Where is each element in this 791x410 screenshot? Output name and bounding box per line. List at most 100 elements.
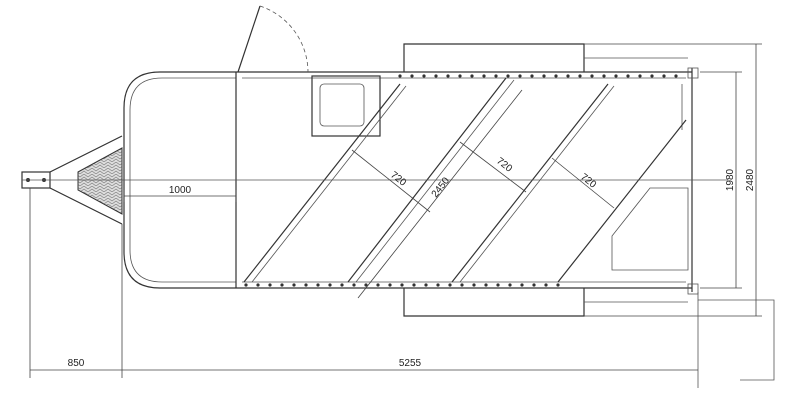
tie-ring bbox=[400, 283, 404, 287]
ramp-panel bbox=[611, 187, 689, 271]
dimension-label: 2480 bbox=[745, 168, 756, 191]
tie-ring bbox=[650, 74, 654, 78]
tie-ring bbox=[292, 283, 296, 287]
tie-ring bbox=[446, 74, 450, 78]
drawbar-arm-upper bbox=[49, 135, 123, 173]
tie-ring bbox=[566, 74, 570, 78]
tack-box-window bbox=[319, 83, 365, 127]
tie-ring bbox=[448, 283, 452, 287]
tie-ring bbox=[412, 283, 416, 287]
tie-ring bbox=[410, 74, 414, 78]
tie-ring bbox=[508, 283, 512, 287]
tie-ring bbox=[482, 74, 486, 78]
tie-ring bbox=[542, 74, 546, 78]
drawbar-arm-lower bbox=[49, 187, 123, 225]
partition-4 bbox=[557, 119, 687, 283]
tie-ring bbox=[244, 283, 248, 287]
tie-ring bbox=[268, 283, 272, 287]
tie-rail-bottom bbox=[244, 283, 560, 287]
tack-box-outer bbox=[311, 75, 381, 137]
dimension-partition-2450: 2450 bbox=[357, 89, 523, 299]
corner-post-top bbox=[687, 67, 699, 79]
tie-ring bbox=[280, 283, 284, 287]
dimension-label-overall-length: 5255 bbox=[399, 358, 422, 369]
dimension-front-1000: 1000 bbox=[123, 185, 237, 202]
tie-ring bbox=[626, 74, 630, 78]
dimension-label-drawbar: 850 bbox=[68, 358, 85, 369]
dimension-label: 720 bbox=[388, 170, 408, 189]
side-door bbox=[237, 5, 309, 73]
dimension-label: 1980 bbox=[725, 168, 736, 191]
tie-ring bbox=[422, 74, 426, 78]
tie-ring bbox=[602, 74, 606, 78]
corner-post-bottom bbox=[687, 283, 699, 295]
drawbar bbox=[21, 135, 123, 225]
tie-ring bbox=[316, 283, 320, 287]
partition-3-inner bbox=[459, 85, 615, 283]
door-leaf bbox=[237, 5, 261, 73]
partition-3 bbox=[451, 83, 609, 283]
rear-step-outline bbox=[697, 292, 775, 381]
tie-ring bbox=[532, 283, 536, 287]
tie-ring bbox=[496, 283, 500, 287]
tie-ring bbox=[328, 283, 332, 287]
tie-ring bbox=[638, 74, 642, 78]
tie-ring bbox=[494, 74, 498, 78]
tie-ring bbox=[364, 283, 368, 287]
dimension-bay-2: 720 bbox=[459, 141, 527, 193]
jockey-plate bbox=[77, 147, 123, 215]
tie-ring bbox=[376, 283, 380, 287]
tie-ring bbox=[340, 283, 344, 287]
tie-ring bbox=[484, 283, 488, 287]
tie-ring bbox=[398, 74, 402, 78]
tie-ring bbox=[662, 74, 666, 78]
dimension-bay-3: 720 bbox=[551, 157, 615, 209]
tie-ring bbox=[518, 74, 522, 78]
tie-ring bbox=[556, 283, 560, 287]
tie-ring bbox=[578, 74, 582, 78]
tie-ring bbox=[424, 283, 428, 287]
dimension-label: 720 bbox=[494, 156, 514, 175]
dimension-label: 2450 bbox=[430, 175, 453, 200]
tie-ring bbox=[256, 283, 260, 287]
tie-ring bbox=[304, 283, 308, 287]
dimension-bottom: 850 5255 bbox=[29, 188, 698, 378]
tie-ring bbox=[554, 74, 558, 78]
tie-ring bbox=[614, 74, 618, 78]
tack-box bbox=[311, 75, 381, 137]
partition-1-inner bbox=[251, 85, 407, 283]
tie-ring bbox=[470, 74, 474, 78]
partition-1 bbox=[243, 83, 401, 283]
dimension-line bbox=[551, 157, 615, 209]
tie-ring bbox=[544, 283, 548, 287]
dimension-line bbox=[459, 141, 527, 193]
fender-top bbox=[403, 43, 585, 72]
dimension-overall-2480: 2480 bbox=[584, 43, 762, 317]
tie-ring bbox=[520, 283, 524, 287]
tie-ring bbox=[472, 283, 476, 287]
tie-ring bbox=[388, 283, 392, 287]
tie-ring bbox=[460, 283, 464, 287]
dimension-line bbox=[351, 149, 431, 213]
tie-ring bbox=[530, 74, 534, 78]
dimension-line bbox=[357, 89, 523, 299]
fender-bottom bbox=[403, 288, 585, 317]
tie-ring bbox=[458, 74, 462, 78]
dimension-bay-1: 720 bbox=[351, 149, 431, 213]
door-swing-arc bbox=[259, 5, 309, 73]
dimension-label: 720 bbox=[578, 172, 598, 191]
tie-ring bbox=[590, 74, 594, 78]
wheel-arches bbox=[403, 43, 688, 317]
dimension-interior-1980: 1980 bbox=[700, 71, 742, 289]
tie-ring bbox=[434, 74, 438, 78]
dimension-label: 1000 bbox=[169, 185, 192, 196]
tie-ring bbox=[436, 283, 440, 287]
tie-rail-top bbox=[398, 74, 678, 78]
partition-2-inner bbox=[355, 79, 515, 283]
rear-step bbox=[697, 292, 775, 388]
tie-ring bbox=[674, 74, 678, 78]
tie-ring bbox=[352, 283, 356, 287]
tie-ring bbox=[506, 74, 510, 78]
rear-ramp bbox=[611, 84, 689, 271]
